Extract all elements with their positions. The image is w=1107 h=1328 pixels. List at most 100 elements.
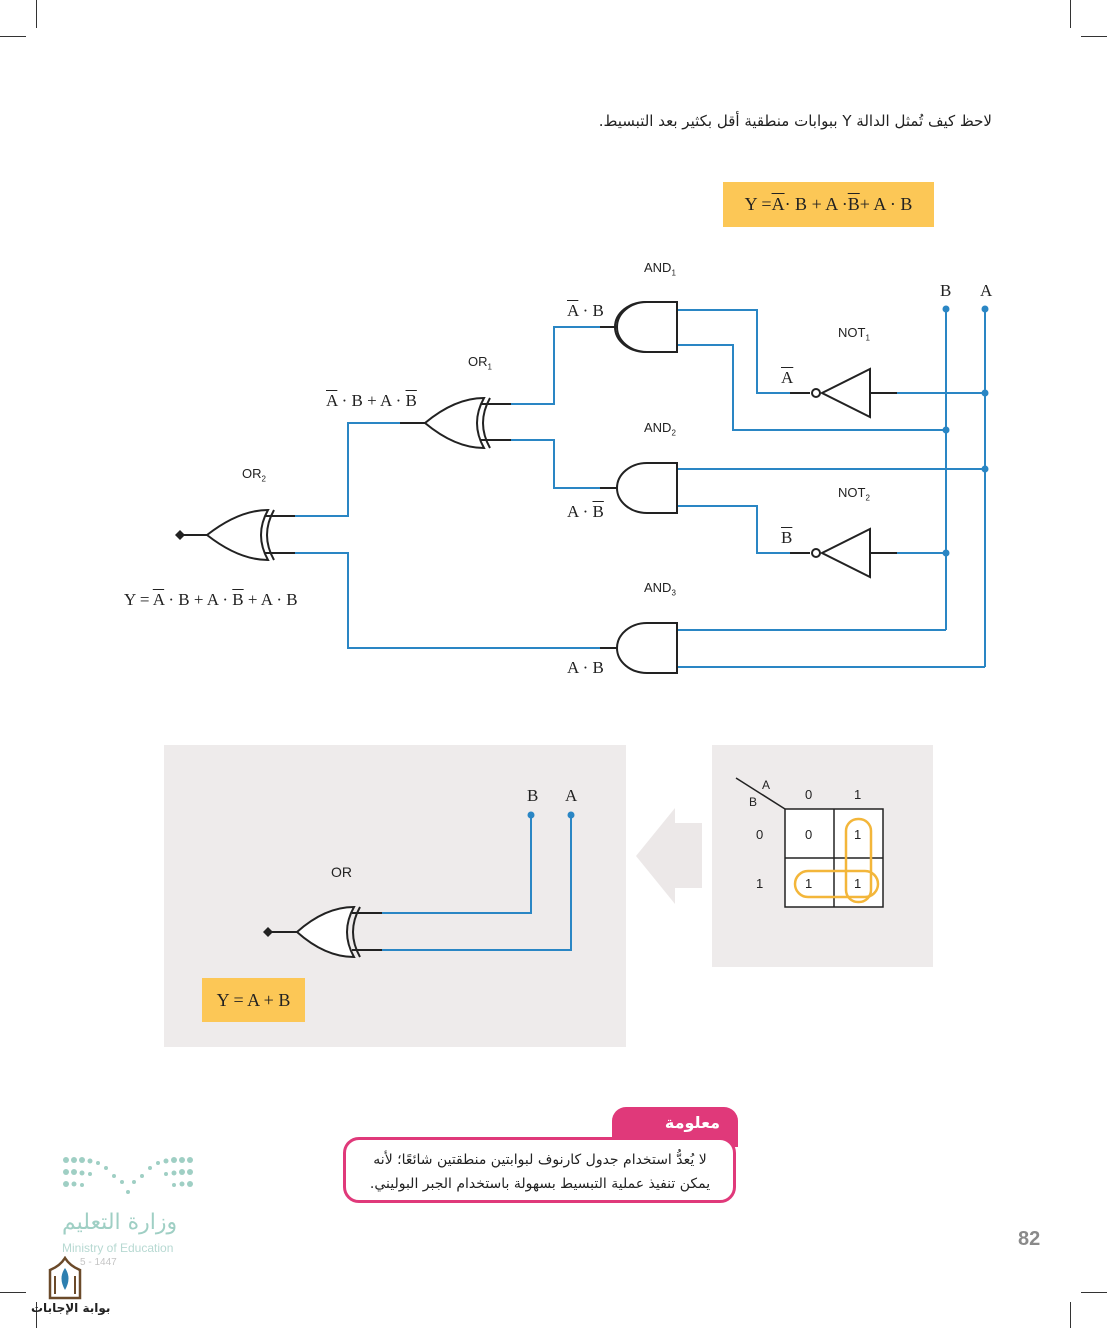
not1-label: NOT1 bbox=[838, 325, 870, 343]
gate-leads bbox=[180, 309, 897, 668]
kmap-col-header: 0 bbox=[805, 787, 813, 802]
not2-output-expr: B bbox=[781, 528, 792, 548]
portal-label: بوابة الإجابات bbox=[31, 1301, 111, 1315]
info-line: لا يُعدُّ استخدام جدول كارنوف لبوابتين م… bbox=[373, 1152, 707, 1168]
not1-name: NOT bbox=[838, 325, 866, 340]
or1-output-expr: A · B + A · B bbox=[326, 391, 417, 411]
simplified-equation: Y = A + B bbox=[202, 978, 305, 1022]
and2-output-expr: A · B bbox=[567, 502, 604, 522]
crop-mark bbox=[1081, 36, 1107, 37]
eq-prefix: Y = bbox=[744, 194, 772, 214]
or2-label: OR2 bbox=[242, 466, 266, 484]
page-number: 82 bbox=[1018, 1228, 1041, 1250]
not2-gate bbox=[819, 527, 871, 579]
output-terminal bbox=[263, 927, 273, 937]
kmap-loops bbox=[793, 817, 880, 904]
not2-label: NOT2 bbox=[838, 485, 870, 503]
and1-name: AND bbox=[644, 260, 672, 275]
or1-name: OR bbox=[468, 354, 488, 369]
and2-label: AND2 bbox=[644, 420, 676, 438]
kmap-row-header: 1 bbox=[756, 876, 764, 891]
and3-sub: 3 bbox=[671, 588, 676, 598]
arrow-left-icon bbox=[636, 808, 702, 904]
term: A · bbox=[567, 502, 593, 521]
term: B bbox=[781, 528, 793, 547]
input-b-label: B bbox=[940, 281, 952, 300]
kmap-cell: 0 bbox=[805, 827, 813, 842]
info-text: لا يُعدُّ استخدام جدول كارنوف لبوابتين م… bbox=[355, 1148, 725, 1196]
kmap-cell: 1 bbox=[854, 827, 862, 842]
and3-label: AND3 bbox=[644, 580, 676, 598]
term: B bbox=[232, 590, 244, 609]
crop-mark bbox=[1070, 1302, 1071, 1328]
ministry-arabic: وزارة التعليم bbox=[62, 1210, 178, 1235]
final-output-expr: Y = A · B + A · B + A · B bbox=[124, 590, 298, 610]
or1-label: OR1 bbox=[468, 354, 492, 372]
simplified-wires bbox=[382, 815, 572, 951]
and1-label: AND1 bbox=[644, 260, 676, 278]
eq-term: + A · B bbox=[859, 194, 913, 214]
and2-name: AND bbox=[644, 420, 672, 435]
and3-name: AND bbox=[644, 580, 672, 595]
not2-name: NOT bbox=[838, 485, 866, 500]
not2-sub: 2 bbox=[865, 493, 870, 503]
crop-mark bbox=[36, 0, 37, 28]
eq-term: A bbox=[771, 194, 785, 214]
not-gates bbox=[811, 367, 871, 579]
and1-output-expr: A · B bbox=[567, 301, 604, 321]
term: B bbox=[405, 391, 417, 410]
term: + A · B bbox=[243, 590, 298, 609]
kmap-col-header: 1 bbox=[854, 787, 862, 802]
simplified-input-a: A bbox=[565, 786, 578, 805]
term: · B bbox=[578, 301, 604, 320]
and3-gate bbox=[616, 622, 678, 674]
simplified-or-label: OR bbox=[331, 864, 352, 880]
term: A bbox=[781, 368, 794, 387]
portal-logo-icon bbox=[48, 1256, 82, 1300]
not1-sub: 1 bbox=[865, 333, 870, 343]
not1-output-expr: A bbox=[781, 368, 793, 388]
term: A bbox=[567, 301, 579, 320]
kmap-cell: 1 bbox=[854, 876, 862, 891]
not1-gate bbox=[819, 367, 871, 419]
or1-gate bbox=[423, 396, 486, 450]
intro-text: لاحظ كيف تُمثل الدالة Y ببوابات منطقية أ… bbox=[598, 112, 992, 130]
crop-mark bbox=[36, 1302, 37, 1328]
term: A bbox=[326, 391, 338, 410]
term: · B + A · bbox=[337, 391, 406, 410]
simplified-or-gate bbox=[295, 905, 361, 959]
crop-mark bbox=[0, 36, 26, 37]
kmap-cell: 1 bbox=[805, 876, 813, 891]
crop-mark bbox=[1070, 0, 1071, 28]
or2-name: OR bbox=[242, 466, 262, 481]
kmap-grid bbox=[735, 777, 884, 908]
or-gates bbox=[205, 396, 491, 562]
crop-mark bbox=[1081, 1292, 1107, 1293]
ministry-year: 5 - 1447 bbox=[80, 1257, 117, 1268]
info-line: يمكن تنفيذ عملية التبسيط بسهولة باستخدام… bbox=[369, 1176, 711, 1192]
info-title: معلومة bbox=[664, 1113, 720, 1132]
input-a-label: A bbox=[980, 281, 993, 300]
term: B bbox=[592, 502, 604, 521]
output-terminal bbox=[175, 530, 185, 540]
and3-output-expr: A · B bbox=[567, 658, 604, 677]
and2-gate bbox=[616, 462, 678, 514]
or1-sub: 1 bbox=[487, 362, 492, 372]
junction-dot bbox=[527, 811, 535, 819]
kmap-col-var: A bbox=[762, 778, 771, 792]
term: · B + A · bbox=[164, 590, 233, 609]
and2-sub: 2 bbox=[671, 428, 676, 438]
eq-term: B bbox=[847, 194, 860, 214]
junction-dot bbox=[567, 811, 575, 819]
junction-dots bbox=[942, 305, 989, 557]
or2-sub: 2 bbox=[261, 474, 266, 484]
ministry-english: Ministry of Education bbox=[62, 1241, 174, 1255]
ministry-logo-icon bbox=[63, 1157, 193, 1194]
info-box bbox=[343, 1137, 736, 1203]
and-gates bbox=[614, 301, 678, 674]
term: A bbox=[152, 590, 165, 609]
and1-sub: 1 bbox=[671, 268, 676, 278]
top-equation: Y = A · B + A · B + A · B bbox=[723, 182, 934, 227]
term: Y = bbox=[124, 590, 153, 609]
crop-mark bbox=[0, 1292, 26, 1293]
